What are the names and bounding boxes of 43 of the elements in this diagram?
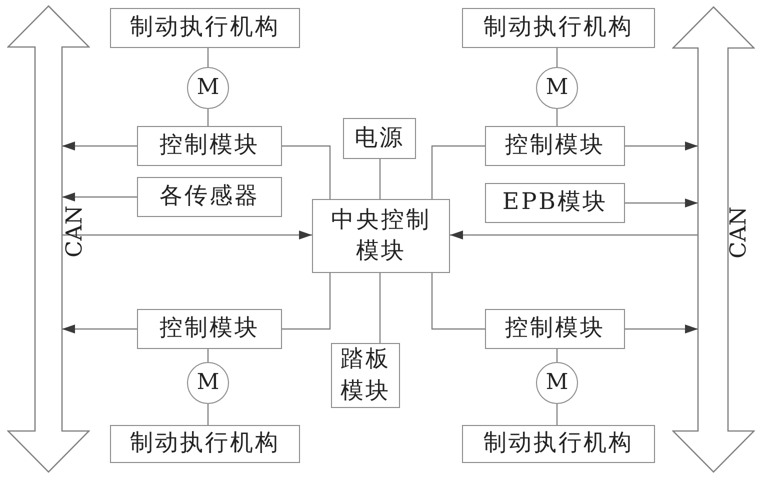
arrow — [62, 230, 312, 240]
actuator-box: 制动执行机构 — [110, 8, 300, 48]
motor-circle: M — [536, 67, 578, 109]
control-module-box: 控制模块 — [485, 126, 625, 166]
bus-label: CAN — [62, 206, 87, 258]
connector-line — [556, 404, 558, 425]
connector-line — [431, 145, 485, 199]
connector-line — [431, 273, 485, 330]
actuator-box: 制动执行机构 — [462, 425, 655, 463]
actuator-box: 制动执行机构 — [110, 425, 300, 463]
motor-circle: M — [536, 362, 578, 404]
control-module-box: 控制模块 — [137, 126, 282, 166]
connector-line — [379, 273, 381, 343]
connector-line — [282, 145, 331, 199]
arrow — [62, 141, 137, 151]
arrow — [450, 230, 698, 240]
bus-label: CAN — [726, 206, 752, 258]
connector-line — [207, 349, 209, 362]
can-bus-arrow — [7, 5, 90, 473]
epb-module-box: EPB模块 — [485, 183, 625, 223]
arrow — [625, 324, 698, 334]
power-box: 电源 — [343, 118, 416, 159]
connector-line — [207, 404, 209, 425]
can-bus-arrow — [672, 6, 755, 473]
connector-line — [207, 109, 209, 126]
connector-line — [556, 48, 558, 67]
arrow — [62, 192, 137, 202]
control-module-box: 控制模块 — [485, 309, 625, 349]
sensor-box: 各传感器 — [137, 177, 282, 217]
motor-circle: M — [187, 362, 229, 404]
arrow — [62, 324, 137, 334]
arrow — [625, 141, 698, 151]
connector-line — [556, 109, 558, 126]
motor-circle: M — [187, 67, 229, 109]
control-module-box: 控制模块 — [137, 309, 282, 349]
pedal-module-box: 踏板模块 — [331, 343, 400, 408]
connector-line — [282, 273, 331, 330]
arrow — [625, 198, 698, 208]
connector-line — [379, 159, 381, 199]
connector-line — [207, 48, 209, 67]
connector-line — [556, 349, 558, 362]
central-control-box: 中央控制模块 — [312, 199, 450, 273]
actuator-box: 制动执行机构 — [462, 8, 655, 48]
